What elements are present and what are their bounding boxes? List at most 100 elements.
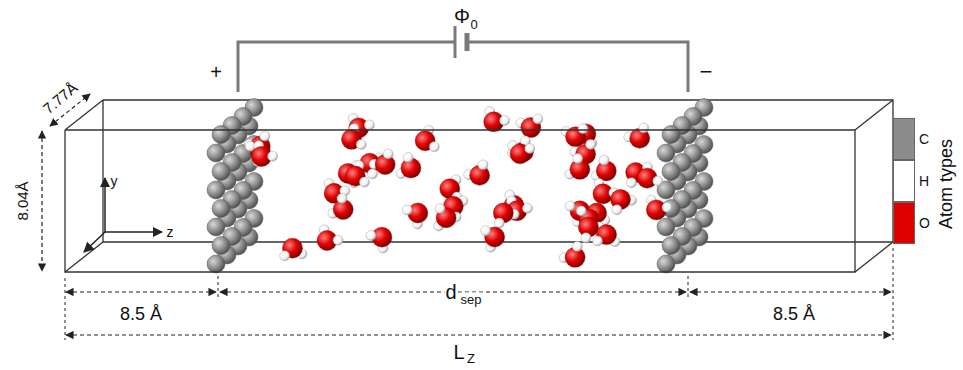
hydrogen-atom: [599, 155, 609, 165]
cell-back-edge: [103, 100, 893, 242]
potential-subscript: 0: [470, 18, 477, 31]
hydrogen-atom: [572, 242, 582, 252]
hydrogen-atom: [525, 144, 535, 154]
axis-label: y: [111, 174, 118, 188]
legend-label: C: [919, 132, 929, 146]
dimension-tick: [688, 276, 689, 298]
water-molecule: [366, 227, 392, 253]
hydrogen-atom: [500, 115, 510, 125]
dimension-tick: [893, 248, 894, 340]
carbon-atom: [207, 218, 225, 236]
hydrogen-atom: [268, 151, 278, 161]
carbon-atom: [662, 237, 680, 255]
graphene-electrode: [657, 99, 713, 274]
water-molecule: [559, 242, 585, 268]
carbon-atom: [657, 218, 675, 236]
legend-label: H: [919, 174, 929, 188]
hydrogen-atom: [403, 152, 413, 162]
dimension-line: [66, 291, 216, 292]
hydrogen-atom: [573, 154, 583, 164]
water-molecule: [624, 123, 650, 148]
hydrogen-atom: [533, 114, 543, 124]
water-molecule: [593, 225, 620, 247]
water-molecule: [328, 194, 353, 220]
dimension-label: 8.5 Å: [120, 305, 162, 323]
water-molecule: [342, 124, 367, 150]
hydrogen-atom: [494, 218, 504, 228]
x-axis-arrow: [84, 232, 105, 252]
hydrogen-atom: [586, 139, 596, 149]
water-molecule: [369, 149, 395, 175]
carbon-atom: [212, 200, 230, 218]
water-molecule: [611, 189, 637, 214]
carbon-atom: [212, 126, 230, 144]
cell-depth-edge: [65, 100, 103, 130]
water-molecule: [345, 161, 369, 187]
water-molecule: [561, 124, 588, 147]
height-dimension: [41, 131, 42, 271]
water-molecule: [484, 107, 510, 132]
dimension-subscript: sep: [460, 293, 483, 306]
water-molecule: [434, 204, 456, 231]
dimension-label: d: [444, 282, 457, 302]
hydrogen-atom: [402, 205, 412, 215]
hydrogen-atom: [478, 160, 488, 170]
legend-swatch: [893, 118, 915, 160]
battery-plate: [465, 33, 470, 51]
cell-depth-edge: [65, 242, 103, 272]
cell-back-edge: [103, 100, 893, 242]
cell-depth-edge: [855, 242, 893, 272]
water-molecule: [508, 141, 535, 164]
hydrogen-atom: [280, 251, 290, 261]
water-molecule: [402, 203, 428, 229]
water-molecule: [415, 125, 439, 151]
battery-plate: [454, 26, 457, 58]
dimension-label: 8.04Å: [15, 181, 30, 220]
z-axis-arrow: [105, 231, 162, 233]
legend-label: O: [919, 216, 930, 230]
water-molecule: [317, 225, 343, 251]
dimension-subscript: Z: [467, 352, 475, 365]
hydrogen-atom: [364, 120, 374, 130]
polarity-sign: +: [210, 62, 222, 82]
carbon-atom: [662, 163, 680, 181]
water-molecule: [481, 226, 505, 253]
dimension-line: [66, 334, 891, 335]
water-molecule: [396, 152, 421, 178]
hydrogen-atom: [383, 149, 393, 159]
water-molecule: [324, 179, 350, 204]
hydrogen-atom: [639, 123, 649, 133]
water-molecule: [493, 203, 519, 228]
hydrogen-atom: [578, 124, 588, 134]
dimension-label: 7.77Å: [40, 80, 80, 117]
carbon-atom: [212, 237, 230, 255]
hydrogen-atom: [662, 202, 672, 212]
legend-title: Atom types: [937, 139, 955, 229]
water-molecule: [591, 155, 616, 181]
water-molecules: [244, 107, 672, 268]
hydrogen-atom: [429, 142, 439, 152]
hydrogen-atom: [593, 236, 603, 246]
dimension-label: L: [453, 342, 464, 362]
water-molecule: [252, 141, 278, 167]
dimension-tick: [65, 278, 66, 340]
water-molecule: [280, 238, 307, 261]
dimension-label: 8.5 Å: [773, 305, 815, 323]
water-molecule: [516, 114, 543, 138]
circuit-wire: [467, 42, 688, 92]
carbon-atom: [212, 163, 230, 181]
water-molecule: [464, 160, 490, 185]
hydrogen-atom: [653, 176, 663, 186]
hydrogen-atom: [565, 201, 575, 211]
hydrogen-atom: [626, 178, 636, 188]
hydrogen-atom: [481, 226, 491, 236]
hydrogen-atom: [522, 203, 532, 213]
dimension-line: [690, 291, 891, 292]
carbon-atom: [657, 255, 675, 273]
y-axis-arrow: [104, 178, 106, 232]
carbon-atom: [207, 144, 225, 162]
graphene-electrode: [207, 99, 263, 274]
hydrogen-atom: [359, 177, 369, 187]
hydrogen-atom: [368, 169, 378, 179]
carbon-atom: [657, 144, 675, 162]
